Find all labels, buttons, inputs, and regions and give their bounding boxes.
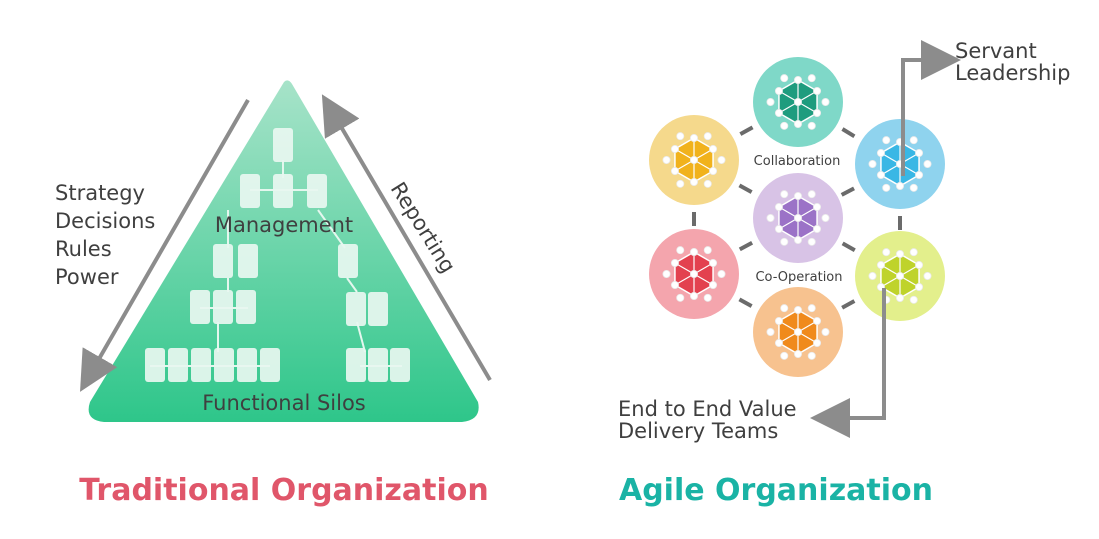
strategy-label: Strategy [55,181,145,205]
team-cluster [662,132,726,188]
leadership-label: Leadership [955,61,1070,85]
strategy-labels: Strategy Decisions Rules Power [55,181,155,289]
management-label: Management [215,213,353,237]
team-cluster [766,304,830,360]
team-circle-blue [855,119,945,209]
pyramid-triangle [88,80,479,423]
org-box [168,348,188,382]
org-box [214,348,234,382]
power-label: Power [55,265,119,289]
delivery-teams-arrow [810,288,886,438]
traditional-title: Traditional Organization [79,473,488,508]
delivery-label-line1: End to End Value [618,397,797,421]
traditional-pyramid: Management Functional Silos Strategy Dec… [55,80,492,423]
team-cluster [662,246,726,302]
org-box [191,348,211,382]
org-box [236,290,256,324]
team-circle-red [649,229,739,319]
org-box [238,244,258,278]
cooperation-label: Co-Operation [755,270,842,285]
org-box [307,174,327,208]
org-box [390,348,410,382]
team-cluster [868,248,932,304]
team-cluster [766,74,830,130]
circle-connectors [692,100,902,334]
servant-label: Servant [955,39,1037,63]
delivery-label-line2: Delivery Teams [618,419,778,443]
org-box [145,348,165,382]
org-box [237,348,257,382]
rules-label: Rules [55,237,112,261]
org-box [213,290,233,324]
org-chart-boxes [145,128,410,382]
team-circle-yellow [649,115,739,205]
org-box [213,244,233,278]
team-circle-teal [753,57,843,147]
org-box [190,290,210,324]
team-circle-purple [753,173,843,263]
org-box [346,348,366,382]
org-box [240,174,260,208]
org-box [273,128,293,162]
collaboration-label: Collaboration [754,154,841,169]
org-box [346,292,366,326]
org-box [368,348,388,382]
decisions-label: Decisions [55,209,155,233]
team-circle-orange [753,287,843,377]
team-cluster [868,136,932,192]
strategy-arrow [80,99,250,392]
servant-leadership-arrow [901,40,961,176]
reporting-arrow [321,94,492,382]
agile-title: Agile Organization [619,473,933,508]
agile-network: Collaboration Co-Operation Servant Leade… [618,39,1070,443]
org-box [273,174,293,208]
org-box [338,244,358,278]
team-cluster [766,190,830,246]
org-box [368,292,388,326]
org-box [260,348,280,382]
team-circle-lime [855,231,945,321]
functional-silos-label: Functional Silos [202,391,366,415]
